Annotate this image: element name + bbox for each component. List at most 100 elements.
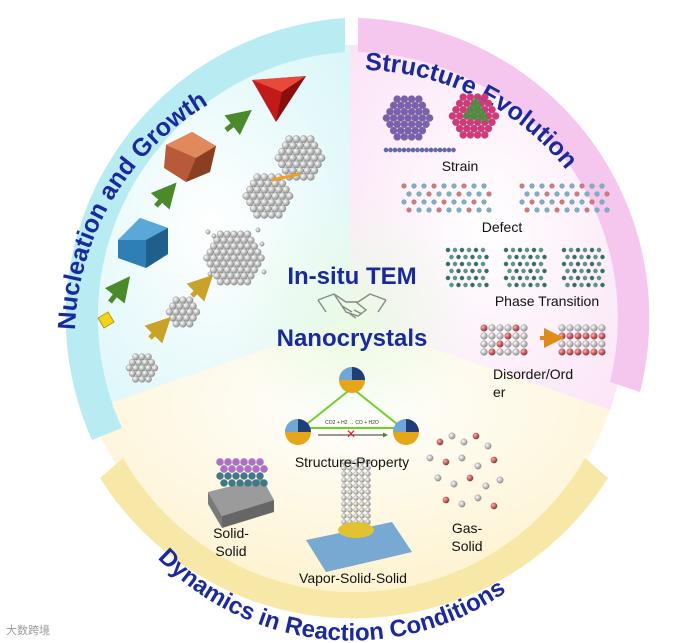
atom bbox=[445, 247, 451, 253]
atom bbox=[524, 207, 530, 213]
atom bbox=[186, 320, 194, 328]
atom bbox=[496, 340, 504, 348]
label-disorder-order-2: er bbox=[493, 384, 506, 400]
atom bbox=[232, 458, 240, 466]
atom bbox=[407, 133, 416, 141]
atom bbox=[503, 261, 509, 267]
atom bbox=[558, 332, 566, 340]
atom bbox=[260, 173, 269, 181]
atom bbox=[531, 275, 537, 281]
atom bbox=[519, 199, 525, 205]
atom bbox=[461, 183, 467, 189]
atom bbox=[582, 247, 588, 253]
atom bbox=[259, 241, 265, 247]
atom bbox=[248, 472, 256, 480]
reaction-equation: CO2 + H2 → CO + H2O bbox=[325, 420, 379, 426]
label-strain: Strain bbox=[441, 158, 479, 174]
catalyst-sphere-left bbox=[285, 419, 311, 445]
atom bbox=[145, 364, 152, 372]
atom bbox=[452, 247, 458, 253]
atom bbox=[213, 248, 221, 256]
atom bbox=[463, 99, 471, 108]
atom bbox=[353, 507, 359, 513]
atom bbox=[220, 248, 228, 256]
dynamics-band bbox=[100, 458, 608, 619]
atom bbox=[415, 107, 423, 116]
atom bbox=[216, 458, 224, 466]
atom bbox=[514, 268, 519, 274]
atom bbox=[564, 207, 570, 213]
atom bbox=[285, 135, 293, 143]
atom bbox=[596, 275, 602, 281]
atom bbox=[260, 479, 268, 487]
growth-arrow-gold-1 bbox=[144, 316, 172, 344]
atom bbox=[542, 282, 547, 288]
atom bbox=[466, 131, 475, 139]
atom bbox=[223, 266, 231, 274]
atom bbox=[528, 282, 533, 288]
atom bbox=[216, 278, 224, 286]
atom bbox=[299, 135, 308, 143]
large-cluster-atoms bbox=[203, 227, 267, 286]
atom bbox=[535, 268, 540, 274]
atom bbox=[519, 183, 525, 189]
atom bbox=[575, 275, 581, 281]
atom bbox=[446, 147, 452, 153]
atom bbox=[504, 348, 512, 356]
atom bbox=[359, 507, 365, 513]
atom bbox=[574, 207, 580, 213]
atom bbox=[473, 261, 479, 267]
atom bbox=[421, 183, 427, 189]
atom bbox=[514, 282, 519, 288]
atom bbox=[559, 199, 565, 205]
atom bbox=[240, 472, 248, 480]
atom bbox=[341, 501, 347, 507]
atom bbox=[365, 501, 371, 507]
atom bbox=[310, 141, 319, 150]
atom bbox=[397, 114, 405, 122]
atom bbox=[216, 254, 224, 262]
atom bbox=[407, 107, 416, 116]
atom bbox=[574, 340, 582, 348]
atom bbox=[510, 261, 516, 267]
atom bbox=[365, 507, 371, 513]
atom bbox=[436, 191, 442, 197]
atom bbox=[182, 302, 190, 310]
atom bbox=[565, 254, 570, 260]
center-subtitle: Nanocrystals bbox=[276, 325, 428, 352]
atom bbox=[425, 114, 434, 122]
atom bbox=[411, 114, 419, 122]
structure-band bbox=[358, 18, 650, 392]
atom bbox=[303, 141, 311, 150]
atom bbox=[216, 472, 224, 480]
atom bbox=[446, 207, 452, 213]
atom bbox=[480, 261, 486, 267]
atom bbox=[353, 483, 359, 489]
atom bbox=[189, 302, 197, 310]
atom bbox=[281, 154, 290, 162]
atom bbox=[480, 348, 488, 356]
atom bbox=[538, 261, 544, 267]
atom bbox=[392, 147, 398, 153]
atom bbox=[132, 375, 139, 383]
atom bbox=[314, 160, 322, 169]
atom bbox=[517, 261, 523, 267]
atom bbox=[253, 211, 261, 219]
atom bbox=[594, 191, 600, 197]
atom bbox=[388, 147, 393, 153]
atom bbox=[292, 160, 301, 169]
atom bbox=[261, 269, 267, 275]
atom bbox=[503, 275, 509, 281]
atom bbox=[531, 261, 537, 267]
vapor-solid-solid-model bbox=[306, 459, 412, 572]
watermark: 大数跨境 bbox=[6, 624, 50, 637]
atom bbox=[415, 147, 420, 153]
atom bbox=[236, 479, 244, 487]
atom bbox=[463, 124, 471, 133]
label-solid-solid-2: Solid bbox=[215, 543, 247, 559]
atom bbox=[561, 275, 567, 281]
atom bbox=[549, 183, 555, 189]
atom bbox=[400, 95, 409, 103]
atom bbox=[247, 236, 255, 244]
atom bbox=[254, 248, 262, 256]
